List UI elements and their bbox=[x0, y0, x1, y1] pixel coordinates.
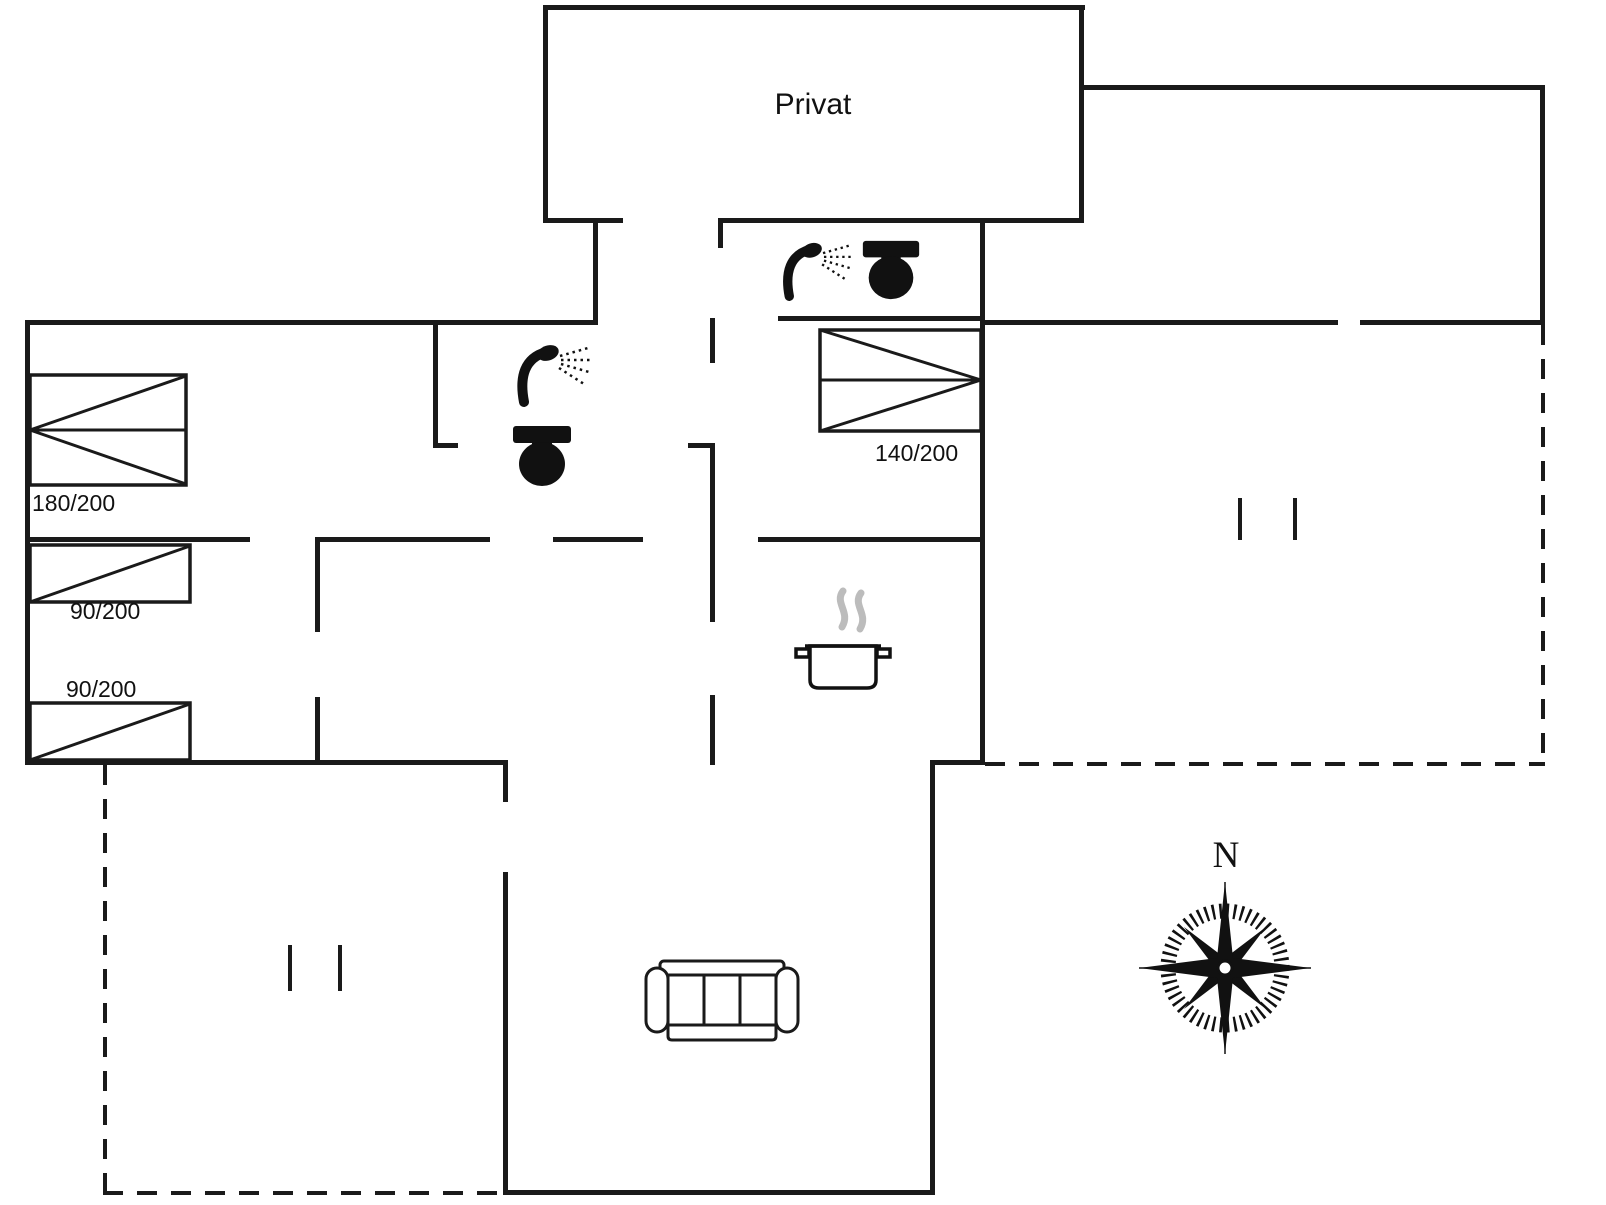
bed-size-label: 90/200 bbox=[70, 598, 141, 624]
terrace-edge-dashed bbox=[985, 762, 1545, 766]
toilet-icon bbox=[513, 426, 571, 486]
wall-segment bbox=[1540, 85, 1545, 325]
toilet-icon bbox=[862, 240, 920, 300]
wall-segment bbox=[930, 765, 935, 1195]
wall-segment bbox=[688, 443, 715, 448]
wall-segment bbox=[503, 1190, 935, 1195]
pot-steam-icon bbox=[794, 587, 892, 690]
wall-segment bbox=[930, 760, 985, 765]
bed-140-200 bbox=[818, 328, 983, 433]
wall-segment bbox=[543, 218, 623, 223]
wall-segment bbox=[1360, 320, 1545, 325]
shower-icon bbox=[517, 345, 590, 407]
wall-segment bbox=[315, 697, 320, 765]
wall-segment bbox=[25, 320, 598, 325]
bed-90-200-lower bbox=[28, 701, 192, 762]
bed-size-label: 180/200 bbox=[32, 490, 116, 516]
wall-segment bbox=[710, 537, 715, 622]
terrace-edge-dashed bbox=[1541, 325, 1545, 765]
entrance-step-mark bbox=[1238, 498, 1242, 540]
wall-segment bbox=[710, 318, 715, 363]
sofa-icon bbox=[644, 959, 800, 1042]
wall-segment bbox=[433, 443, 458, 448]
bed-180-200 bbox=[28, 373, 188, 487]
shower-icon bbox=[783, 242, 852, 301]
bed-size-label: 140/200 bbox=[875, 440, 959, 466]
entrance-step-mark bbox=[338, 945, 342, 991]
wall-segment bbox=[503, 872, 508, 1195]
wall-segment bbox=[553, 537, 643, 542]
terrace-edge-dashed bbox=[103, 1191, 507, 1195]
wall-segment bbox=[593, 218, 598, 325]
wall-segment bbox=[1079, 5, 1084, 223]
wall-segment bbox=[25, 760, 507, 765]
bed-90-200-upper bbox=[28, 543, 192, 604]
wall-segment bbox=[543, 5, 1085, 10]
wall-segment bbox=[1079, 85, 1545, 90]
wall-segment bbox=[315, 537, 490, 542]
wall-segment bbox=[25, 537, 250, 542]
bed-size-label: 90/200 bbox=[66, 676, 137, 702]
entrance-step-mark bbox=[1293, 498, 1297, 540]
wall-segment bbox=[433, 320, 438, 445]
private-room-label: Privat bbox=[774, 88, 852, 121]
compass-north-label: N bbox=[1212, 835, 1240, 876]
compass-rose-icon bbox=[1139, 882, 1311, 1054]
wall-segment bbox=[710, 445, 715, 540]
wall-segment bbox=[982, 320, 1338, 325]
wall-segment bbox=[25, 320, 30, 765]
wall-segment bbox=[543, 5, 548, 220]
entrance-step-mark bbox=[288, 945, 292, 991]
wall-segment bbox=[710, 695, 715, 765]
wall-segment bbox=[778, 316, 985, 321]
wall-segment bbox=[315, 537, 320, 632]
wall-segment bbox=[503, 760, 508, 802]
wall-segment bbox=[758, 537, 985, 542]
wall-segment bbox=[980, 218, 985, 765]
wall-segment bbox=[718, 218, 1084, 223]
wall-segment bbox=[718, 218, 723, 248]
terrace-edge-dashed bbox=[103, 765, 107, 1193]
